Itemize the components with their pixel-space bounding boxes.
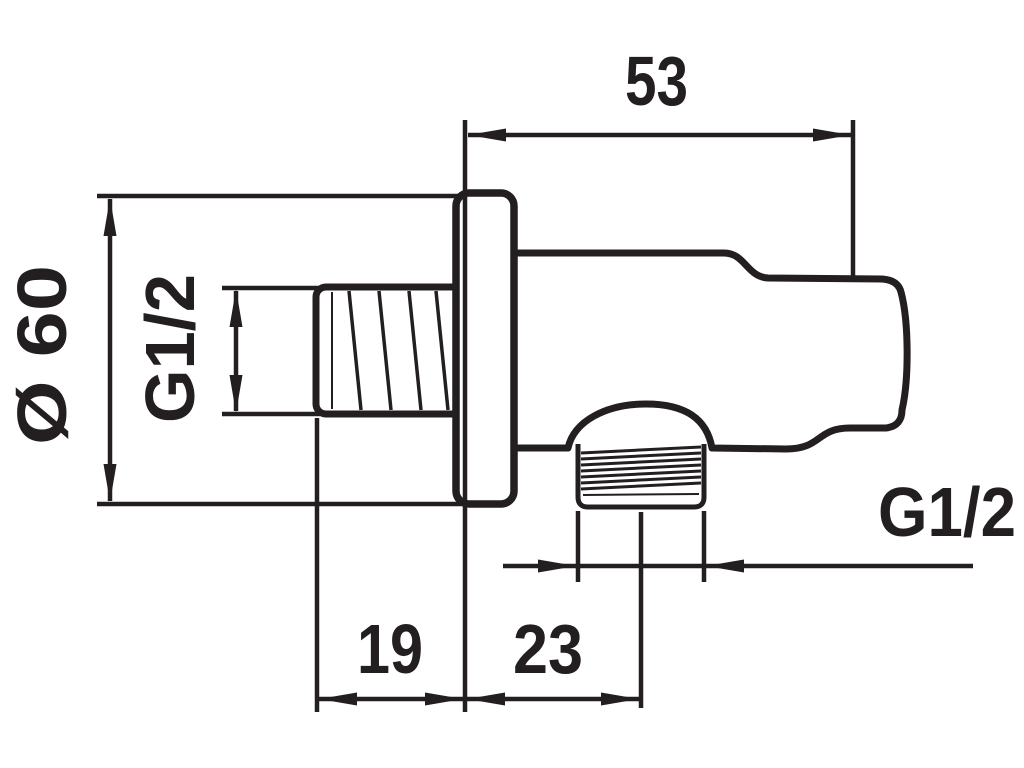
arrowhead-right [813, 128, 851, 142]
dimension-label-23: 23 [513, 610, 583, 688]
arrowhead-bottom [229, 375, 243, 413]
arrowhead-right [425, 692, 463, 706]
dimension-label-outlet-thread: G1/2 [878, 473, 1016, 551]
arrowhead-left [319, 692, 357, 706]
dimension-outlet-thread-g12: G1/2 [503, 473, 1016, 582]
dimension-label-19: 19 [357, 610, 423, 688]
inlet-thread-hatch [347, 290, 450, 411]
dimension-label-diameter-60: Ø 60 [3, 265, 81, 445]
arrowhead-left [467, 692, 505, 706]
holder-body [502, 249, 911, 453]
arrowhead-top [229, 289, 243, 327]
arrowhead-right [601, 692, 639, 706]
outlet-thread-hatch [580, 445, 702, 491]
arrowhead-bottom [103, 464, 117, 502]
arrowhead-pointing-right [538, 559, 576, 573]
dimension-inlet-thread-g12: G1/2 [131, 274, 320, 423]
inlet-thread-nipple [312, 283, 474, 418]
dimension-label-53: 53 [625, 42, 688, 120]
dimension-23: 23 [467, 610, 639, 706]
outlet-thread-chamfer-line [582, 493, 700, 496]
dimension-diameter-60: Ø 60 [3, 193, 467, 507]
arrowhead-left [468, 128, 506, 142]
dimension-53: 53 [468, 42, 856, 276]
arrowhead-top [103, 198, 117, 236]
outlet-thread [575, 444, 707, 510]
arrowhead-pointing-left [706, 559, 744, 573]
dimension-19: 19 [314, 418, 463, 712]
dimension-label-inlet-thread: G1/2 [131, 274, 209, 423]
wall-plate [452, 189, 518, 508]
